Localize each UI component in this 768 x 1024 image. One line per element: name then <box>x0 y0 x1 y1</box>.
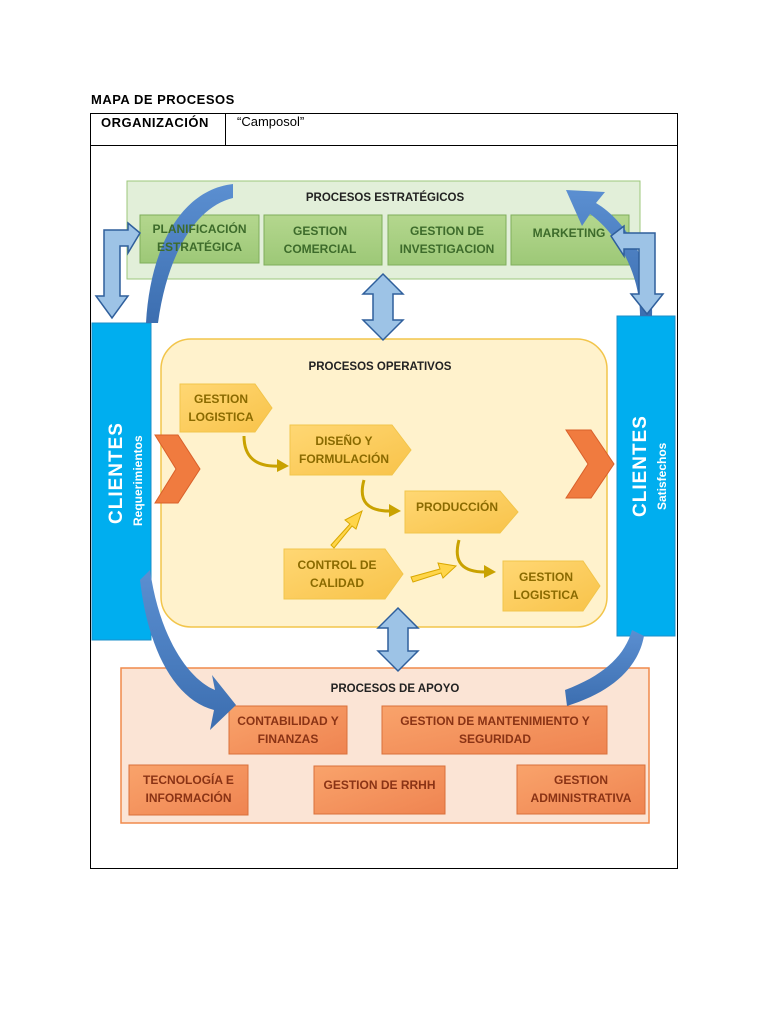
support-box-mantenimiento <box>381 705 608 755</box>
clients-right-bar <box>616 315 676 637</box>
strategic-marketing-label: MARKETING <box>532 226 606 240</box>
op-connector-1-head <box>277 459 289 472</box>
op-control-calidad-label: CONTROL DE CALIDAD <box>297 558 377 590</box>
organization-divider <box>225 114 226 145</box>
op-step-gestion-logistica-1 <box>179 383 273 433</box>
strategic-investigacion-label: GESTION DE INVESTIGACION <box>399 224 495 256</box>
support-box-administrativa <box>516 764 646 815</box>
op-step-diseno <box>289 424 412 476</box>
operative-support-double-arrow <box>376 606 420 673</box>
op-diseno-label: DISEÑO Y FORMULACIÓN <box>299 434 389 466</box>
right-bottom-curved-arrow <box>565 630 644 706</box>
op-produccion-label: PRODUCCIÓN <box>415 500 498 514</box>
strategic-planificacion-label: PLANIFICACIÓN ESTRATÉGICA <box>152 222 247 254</box>
organization-value: “Camposol” <box>237 114 305 129</box>
right-output-chevron <box>565 429 615 499</box>
support-mantenimiento-label: GESTION DE MANTENIMIENTO Y SEGURIDAD <box>400 714 590 746</box>
op-gestion-logistica-1-label: GESTION LOGISTICA <box>188 392 254 424</box>
op-step-gestion-logistica-2 <box>502 560 601 612</box>
op-step-produccion <box>404 490 519 534</box>
op-connector-2-head <box>389 504 401 517</box>
clients-right-title: CLIENTES <box>630 415 651 517</box>
organization-row: ORGANIZACIÓN “Camposol” <box>90 113 678 146</box>
organization-label: ORGANIZACIÓN <box>101 115 209 130</box>
support-box-rrhh <box>313 765 446 815</box>
support-box-tecnologia <box>128 764 249 816</box>
op-connector-3 <box>455 539 488 574</box>
support-title: PROCESOS DE APOYO <box>330 683 460 695</box>
support-tecnologia-label: TECNOLOGÍA E INFORMACIÓN <box>143 773 234 805</box>
strategic-box-investigacion <box>387 214 507 266</box>
support-administrativa-label: GESTION ADMINISTRATIVA <box>530 773 632 805</box>
op-connector-1 <box>242 435 281 468</box>
support-contabilidad-label: CONTABILIDAD Y FINANZAS <box>237 714 339 746</box>
clients-left-title: CLIENTES <box>106 422 127 524</box>
right-elbow-arrow <box>609 224 665 316</box>
operative-title: PROCESOS OPERATIVOS <box>308 361 452 373</box>
op-arrow-control-to-logistica <box>410 562 458 583</box>
left-top-curved-arrow <box>146 184 233 323</box>
support-box-contabilidad <box>228 705 348 755</box>
clients-right-subtitle: Satisfechos <box>655 442 669 510</box>
left-elbow-arrow <box>94 221 141 320</box>
page-title: MAPA DE PROCESOS <box>91 92 235 107</box>
op-gestion-logistica-2-label: GESTION LOGISTICA <box>513 570 579 602</box>
op-connector-2 <box>360 479 393 513</box>
op-step-control-calidad <box>283 548 404 600</box>
op-arrow-control-to-diseno <box>330 509 363 549</box>
clients-left-subtitle: Requerimientos <box>131 435 145 526</box>
left-bottom-curved-arrow <box>140 570 236 730</box>
support-rrhh-label: GESTION DE RRHH <box>323 778 436 792</box>
strategic-box-comercial <box>263 214 383 266</box>
left-input-chevron <box>154 434 201 504</box>
op-connector-3-head <box>484 565 496 578</box>
strategic-title: PROCESOS ESTRATÉGICOS <box>305 192 465 204</box>
strategic-operative-double-arrow <box>361 272 405 342</box>
strategic-comercial-label: GESTION COMERCIAL <box>283 224 357 256</box>
